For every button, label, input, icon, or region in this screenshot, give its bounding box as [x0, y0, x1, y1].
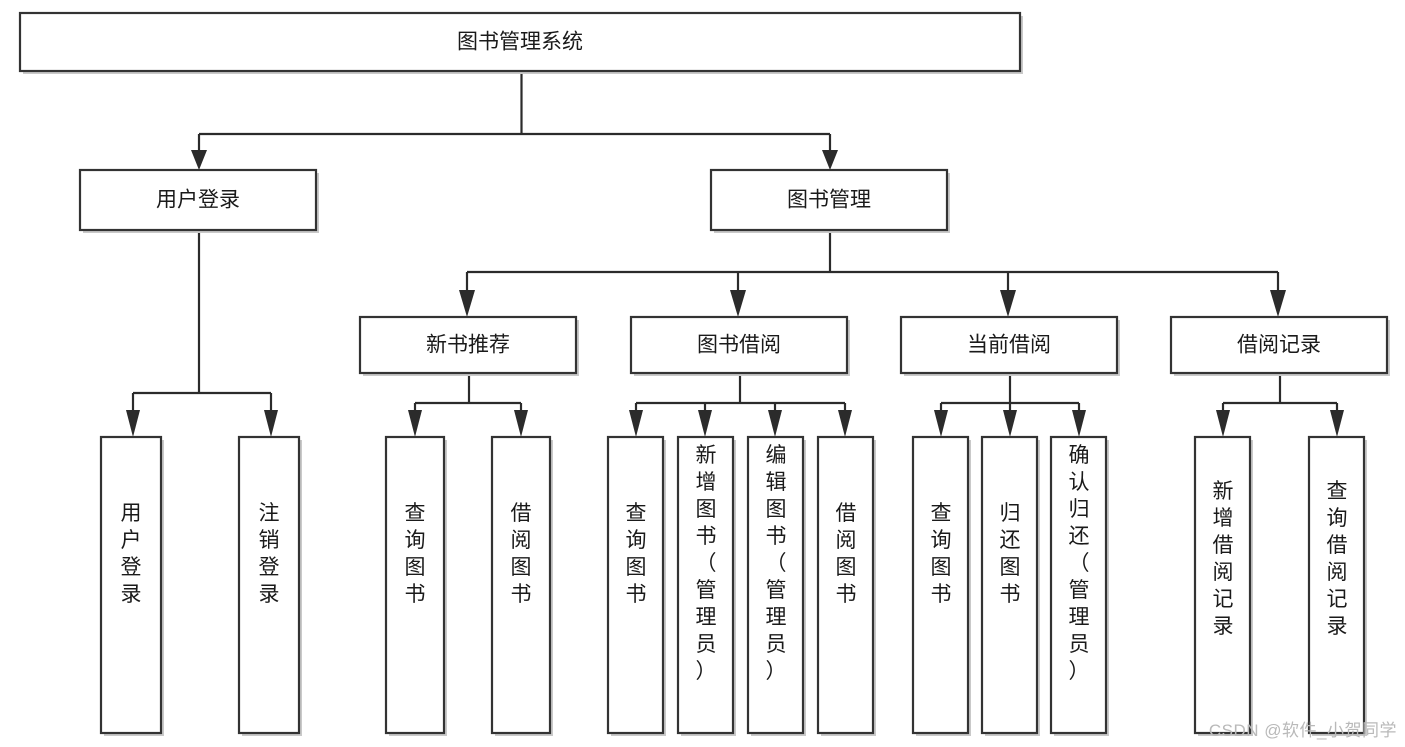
leaf-edit-book-box [746, 435, 805, 735]
arrowhead-borrow-record [1270, 290, 1286, 317]
leaf-node-confirm-return[interactable]: 确认归还（管理员） [1049, 435, 1109, 736]
borrow-record-box [1169, 315, 1389, 375]
arrowhead-bookborrow-leaf-3 [768, 410, 782, 437]
arrowhead-user-login [191, 150, 207, 170]
borrow-record-label: 借阅记录 [1237, 334, 1321, 357]
leaf-add-record-label: 新增借阅记录 [1213, 480, 1234, 638]
leaf-current-query-box [911, 435, 970, 735]
leaf-borrow-book-label: 借阅图书 [836, 502, 857, 606]
leaf-confirm-return-box [1049, 435, 1108, 735]
arrowhead-bookborrow-leaf-4 [838, 410, 852, 437]
leaf-query-record-box [1307, 435, 1366, 735]
leaf-node-borrow-query[interactable]: 查询图书 [606, 435, 666, 736]
arrowhead-newbook-leaf-1 [408, 410, 422, 437]
leaf-return-book-box [980, 435, 1039, 735]
arrowhead-leaf-logout [264, 410, 278, 437]
user-login-box [78, 168, 318, 232]
arrowhead-currentborrow-leaf-2 [1003, 410, 1017, 437]
leaf-add-book-box [676, 435, 735, 735]
leaf-logout-box [237, 435, 301, 735]
leaf-node-user-login[interactable]: 用户登录 [99, 435, 164, 736]
node-current-borrow[interactable]: 当前借阅 [899, 315, 1120, 376]
leaf-newbook-borrow-label: 借阅图书 [511, 502, 532, 606]
leaf-borrow-query-box [606, 435, 665, 735]
book-management-box [709, 168, 949, 232]
current-borrow-box [899, 315, 1119, 375]
leaf-confirm-return-label: 确认归还（管理员） [1069, 444, 1090, 683]
node-user-login[interactable]: 用户登录 [78, 168, 319, 233]
csdn-watermark: CSDN @软件_小贺同学 [1208, 721, 1397, 740]
leaf-node-borrow-book[interactable]: 借阅图书 [816, 435, 876, 736]
node-book-management[interactable]: 图书管理 [709, 168, 950, 233]
leaf-add-book-label: 新增图书（管理员） [696, 444, 717, 683]
leaf-node-add-record[interactable]: 新增借阅记录 [1193, 435, 1253, 736]
leaf-return-book-label: 归还图书 [1000, 502, 1021, 606]
leaf-node-logout[interactable]: 注销登录 [237, 435, 302, 736]
leaf-node-current-query[interactable]: 查询图书 [911, 435, 971, 736]
book-management-label: 图书管理 [787, 189, 871, 212]
leaf-current-query-label: 查询图书 [931, 502, 952, 606]
leaf-node-add-book[interactable]: 新增图书（管理员） [676, 435, 736, 736]
leaf-newbook-borrow-box [490, 435, 552, 735]
root-box [18, 11, 1022, 73]
new-book-recommend-label: 新书推荐 [426, 334, 510, 357]
leaf-newbook-query-label: 查询图书 [405, 502, 426, 606]
leaf-add-record-box [1193, 435, 1252, 735]
arrowhead-borrowrecord-leaf-1 [1216, 410, 1230, 437]
arrowhead-leaf-user-login [126, 410, 140, 437]
book-borrow-box [629, 315, 849, 375]
leaf-borrow-query-label: 查询图书 [626, 502, 647, 606]
arrowhead-borrowrecord-leaf-2 [1330, 410, 1344, 437]
leaf-node-newbook-borrow[interactable]: 借阅图书 [490, 435, 553, 736]
node-book-borrow[interactable]: 图书借阅 [629, 315, 850, 376]
leaf-edit-book-label: 编辑图书（管理员） [766, 444, 787, 683]
arrowhead-currentborrow-leaf-3 [1072, 410, 1086, 437]
leaf-node-newbook-query[interactable]: 查询图书 [384, 435, 447, 736]
current-borrow-label: 当前借阅 [967, 334, 1051, 357]
arrowhead-book-manage [822, 150, 838, 170]
leaf-newbook-query-box [384, 435, 446, 735]
leaf-node-return-book[interactable]: 归还图书 [980, 435, 1040, 736]
arrowhead-current-borrow [1000, 290, 1016, 317]
leaf-node-edit-book[interactable]: 编辑图书（管理员） [746, 435, 806, 736]
leaf-user-login-box [99, 435, 163, 735]
arrowhead-bookborrow-leaf-1 [629, 410, 643, 437]
new-book-recommend-box [358, 315, 578, 375]
leaf-logout-label: 注销登录 [259, 502, 280, 606]
leaf-node-query-record[interactable]: 查询借阅记录 [1307, 435, 1367, 736]
user-login-label: 用户登录 [156, 189, 240, 212]
arrowhead-book-borrow [730, 290, 746, 317]
node-new-book-recommend[interactable]: 新书推荐 [358, 315, 579, 376]
leaf-user-login-label: 用户登录 [121, 502, 142, 606]
book-borrow-label: 图书借阅 [697, 334, 781, 357]
arrowhead-new-book-rec [459, 290, 475, 317]
leaf-borrow-book-box [816, 435, 875, 735]
arrowhead-bookborrow-leaf-2 [698, 410, 712, 437]
root-label: 图书管理系统 [457, 31, 583, 54]
node-borrow-record[interactable]: 借阅记录 [1169, 315, 1390, 376]
connector-group [126, 73, 1344, 437]
leaf-query-record-label: 查询借阅记录 [1327, 480, 1348, 638]
arrowhead-currentborrow-leaf-1 [934, 410, 948, 437]
node-root-system[interactable]: 图书管理系统 [18, 11, 1023, 74]
arrowhead-newbook-leaf-2 [514, 410, 528, 437]
